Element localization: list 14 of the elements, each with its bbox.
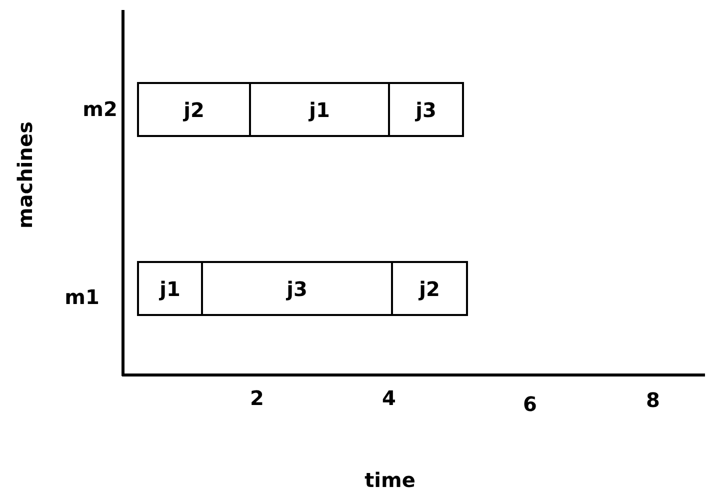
tick-label: 8 [646,388,660,412]
task-bar: j3 [201,261,393,316]
tick-label: 4 [382,386,396,410]
task-bar: j1 [137,261,203,316]
axis-title: machines [13,122,37,228]
task-bar: j1 [249,82,390,137]
task-bar: j3 [388,82,464,137]
tick-label: 6 [523,392,537,416]
machine-label: m2 [82,97,118,121]
task-bar: j2 [391,261,468,316]
tick-label: 2 [250,386,264,410]
task-bar: j2 [137,82,251,137]
axis-title: time [364,468,416,492]
machine-label: m1 [64,285,100,309]
